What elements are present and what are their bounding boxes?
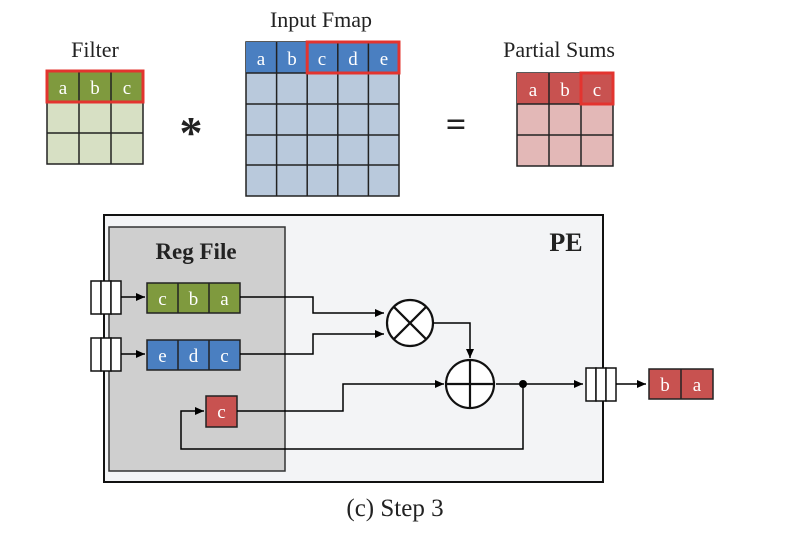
filter-title: Filter [71,37,119,62]
filter-reg-cell-c: c [158,289,166,310]
ifmap-reg-cell-c: c [220,346,228,367]
psum-to-adder-wire [237,380,444,412]
ifmap-input-fifo [90,337,122,372]
ifmap-register: e d c [146,339,241,371]
filter-reg-cell-a: a [220,289,229,310]
filter-cell-c: c [123,78,131,99]
multiplier-icon [385,298,435,348]
psum-register: c [205,395,238,428]
junction-dot [519,380,527,388]
ifmap-to-mult-wire [240,330,384,355]
equals-sign: = [446,104,467,144]
partial-sums-matrix: a b c [516,71,615,167]
filter-matrix: a b c [45,69,145,165]
input-cell-d: d [348,49,358,70]
input-cell-c: c [318,49,326,70]
output-fifo [585,367,617,402]
pe-wires [180,296,583,450]
figure-caption: (c) Step 3 [346,495,443,522]
filter-cell-b: b [90,78,100,99]
filter-to-mult-wire [240,296,384,317]
reg-file-title: Reg File [155,239,236,264]
psum-cell-a: a [529,80,538,101]
output-cell-a: a [693,375,702,396]
ifmap-reg-cell-d: d [189,346,199,367]
ifmap-reg-cell-e: e [158,346,166,367]
output-cell-b: b [660,375,670,396]
input-fmap-title: Input Fmap [270,7,372,32]
input-cell-b: b [287,49,297,70]
input-cell-e: e [380,49,388,70]
feedback-wire [180,384,524,450]
convolution-operator: * [180,107,203,158]
filter-input-fifo [90,280,122,315]
pe-title: PE [549,228,582,257]
input-fmap-matrix: a b c d e [245,40,401,197]
psum-cell-b: b [560,80,570,101]
filter-reg-cell-b: b [189,289,199,310]
partial-sums-title: Partial Sums [503,37,615,62]
psum-cell-c: c [593,80,601,101]
mult-to-adder-wire [433,322,474,358]
filter-cell-a: a [59,78,68,99]
filter-register: c b a [146,282,241,314]
input-cell-a: a [257,49,266,70]
adder-icon [444,358,496,410]
psum-reg-cell-c: c [217,402,225,423]
output-register: b a [648,368,714,400]
